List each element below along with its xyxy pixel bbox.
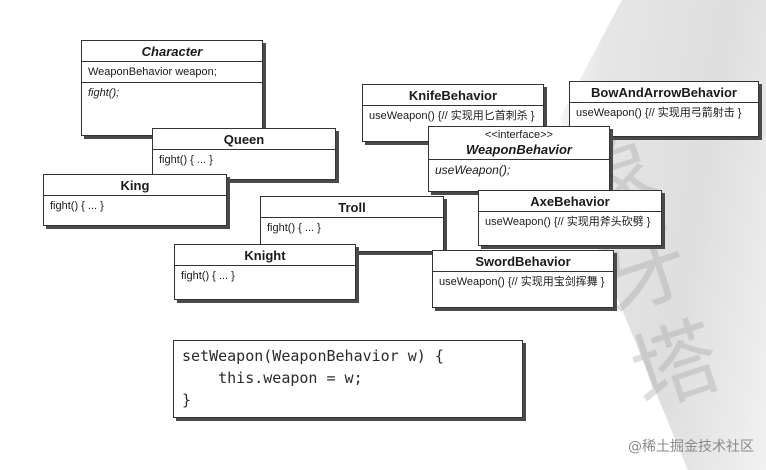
class-method: fight() { ... } xyxy=(175,265,355,298)
class-axe-behavior: AxeBehavior useWeapon() {// 实现用斧头砍劈 } xyxy=(478,190,662,246)
class-name: WeaponBehavior xyxy=(466,142,572,157)
class-method: fight(); xyxy=(82,82,262,133)
class-method: useWeapon(); xyxy=(429,159,609,180)
class-name: Character xyxy=(141,44,203,59)
class-sword-behavior: SwordBehavior useWeapon() {// 实现用宝剑挥舞 } xyxy=(432,250,614,308)
class-bow-and-arrow-behavior: BowAndArrowBehavior useWeapon() {// 实现用弓… xyxy=(569,81,759,137)
class-method: useWeapon() {// 实现用弓箭射击 } xyxy=(570,102,758,133)
code-snippet: setWeapon(WeaponBehavior w) { this.weapo… xyxy=(173,340,523,418)
code-line-body: this.weapon = w; xyxy=(182,369,363,387)
class-name: SwordBehavior xyxy=(475,254,571,269)
class-queen: Queen fight() { ... } xyxy=(152,128,336,180)
code-line-signature: setWeapon(WeaponBehavior w) { xyxy=(182,347,444,365)
interface-weapon-behavior: <<interface>> WeaponBehavior useWeapon()… xyxy=(428,126,610,192)
class-character: Character WeaponBehavior weapon; fight()… xyxy=(81,40,263,136)
class-name: BowAndArrowBehavior xyxy=(591,85,737,100)
class-method: useWeapon() {// 实现用斧头砍劈 } xyxy=(479,211,661,232)
class-name: AxeBehavior xyxy=(530,194,610,209)
class-method: fight() { ... } xyxy=(153,149,335,170)
source-credit: @稀土掘金技术社区 xyxy=(628,439,754,455)
class-king: King fight() { ... } xyxy=(43,174,227,226)
class-name: Knight xyxy=(244,248,286,263)
class-method: useWeapon() {// 实现用宝剑挥舞 } xyxy=(433,271,613,292)
interface-stereotype: <<interface>> xyxy=(485,129,553,141)
class-method: fight() { ... } xyxy=(44,195,226,216)
class-method: useWeapon() {// 实现用匕首刺杀 } xyxy=(363,105,543,126)
class-field: WeaponBehavior weapon; xyxy=(82,61,262,82)
class-name: KnifeBehavior xyxy=(408,88,498,103)
class-name: King xyxy=(120,178,150,193)
class-name: Troll xyxy=(338,200,366,215)
class-knight: Knight fight() { ... } xyxy=(174,244,356,300)
code-line-close: } xyxy=(182,391,192,409)
class-method: fight() { ... } xyxy=(261,217,443,248)
class-name: Queen xyxy=(223,132,265,147)
